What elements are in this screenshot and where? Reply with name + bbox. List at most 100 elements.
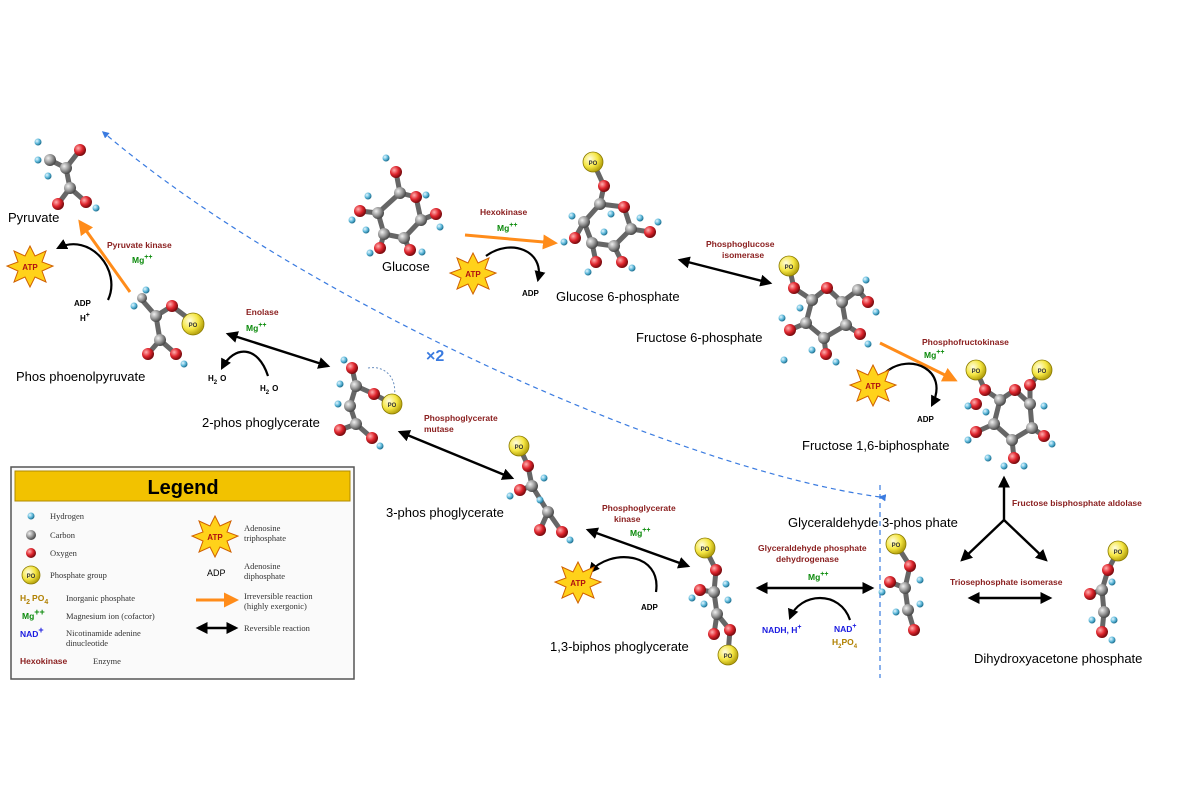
pgi-reversible-arrow [677, 256, 773, 287]
glyceraldehyde-3-phosphate-molecule: PO [878, 533, 924, 636]
aldolase-arrow-right [1003, 519, 1048, 562]
svg-text:PO: PO [785, 265, 794, 271]
pgm-enzyme-label-line1: Phosphoglycerate [424, 413, 498, 423]
legend-irreversible-label-line2: (highly exergonic) [244, 601, 307, 611]
legend-magnesium-icon: Mg++ [22, 607, 45, 621]
svg-text:ATP: ATP [207, 533, 223, 542]
pyruvate-label: Pyruvate [8, 210, 59, 225]
fructose-1-6-biphosphate-molecule: PO PO [964, 359, 1056, 470]
gapdh-nad-label: NAD+ [834, 623, 857, 634]
pgk-enzyme-label-line2: kinase [614, 514, 641, 524]
glyceraldehyde-3-phosphate-label: Glyceraldehyde 3-phos phate [788, 515, 958, 530]
times-two-label: ×2 [426, 348, 444, 365]
legend-header-bar [14, 470, 351, 502]
gapdh-enzyme-label-line1: Glyceraldehyde phosphate [758, 543, 867, 553]
svg-text:PO: PO [892, 543, 901, 549]
svg-text:PO: PO [701, 547, 710, 553]
svg-text:PO: PO [589, 161, 598, 167]
legend-adp-label-line2: diphosphate [244, 571, 285, 581]
legend-title: Legend [147, 477, 218, 499]
glucose-6-phosphate-label: Glucose 6-phosphate [556, 289, 680, 304]
legend-carbon-icon [26, 530, 36, 540]
pyruvate-molecule [34, 138, 100, 212]
pfk-irreversible-arrow [879, 341, 958, 382]
glucose-6-phosphate-molecule: PO [560, 151, 662, 276]
gapdh-mg-label: Mg++ [808, 571, 828, 582]
pyruvate-kinase-enzyme-label: Pyruvate kinase [107, 240, 172, 250]
hexokinase-atp-curve [485, 246, 546, 283]
pyruvate-kinase-mg-label: Mg++ [132, 254, 152, 265]
pyruvate-kinase-irreversible-arrow [78, 219, 132, 293]
3-phosphoglycerate-molecule: PO [506, 435, 574, 544]
legend-nad-label-line1: Nicotinamide adenine [66, 628, 141, 638]
legend-adp-label-line1: Adenosine [244, 561, 281, 571]
svg-text:PO: PO [1038, 369, 1047, 375]
hexokinase-enzyme-label: Hexokinase [480, 207, 528, 217]
hexokinase-atp-icon: ATP [448, 251, 498, 296]
legend-magnesium-label: Magnesium ion (cofactor) [66, 611, 155, 621]
pgi-enzyme-label-line2: isomerase [722, 250, 764, 260]
legend-adp-icon: ADP [207, 568, 226, 578]
legend-irreversible-label-line1: Irreversible reaction [244, 591, 313, 601]
legend-hydrogen-icon [27, 512, 35, 520]
glucose-label: Glucose [382, 259, 430, 274]
svg-text:PO: PO [972, 369, 981, 375]
dihydroxyacetone-phosphate-label: Dihydroxyacetone phosphate [974, 651, 1142, 666]
phosphoenolpyruvate-label: Phos phoenolpyruvate [16, 369, 145, 384]
3-phosphoglycerate-label: 3-phos phoglycerate [386, 505, 504, 520]
legend-enzyme-example: Hexokinase [20, 656, 68, 666]
tpi-enzyme-label: Triosephosphate isomerase [950, 577, 1063, 587]
2-phosphoglycerate-molecule: PO [334, 356, 403, 450]
pgk-atp-icon: ATP [553, 560, 603, 605]
1-3-bisphosphoglycerate-label: 1,3-biphos phoglycerate [550, 639, 689, 654]
legend-reversible-label: Reversible reaction [244, 623, 311, 633]
legend-phosphate-icon [21, 565, 41, 585]
pfk-enzyme-label: Phosphofructokinase [922, 337, 1009, 347]
2-phosphoglycerate-label: 2-phos phoglycerate [202, 415, 320, 430]
x2-pathway-dashed-line [101, 131, 887, 502]
legend-oxygen-label: Oxygen [50, 548, 78, 558]
legend-phosphate-label: Phosphate group [50, 570, 107, 580]
pyruvate-kinase-atp-curve [56, 239, 113, 301]
pgk-enzyme-label-line1: Phosphoglycerate [602, 503, 676, 513]
enolase-enzyme-label: Enolase [246, 307, 279, 317]
svg-text:PO: PO [1114, 550, 1123, 556]
pfk-adp-label: ADP [917, 415, 935, 424]
svg-text:ATP: ATP [465, 270, 481, 279]
pgk-atp-curve [588, 556, 658, 593]
legend-atp-label-line2: triphosphate [244, 533, 286, 543]
svg-text:ATP: ATP [22, 263, 38, 272]
hexokinase-adp-label: ADP [522, 289, 540, 298]
pfk-atp-curve [885, 362, 941, 407]
fructose-6-phosphate-label: Fructose 6-phosphate [636, 330, 762, 345]
svg-text:PO: PO [27, 574, 36, 580]
pyruvate-kinase-adp-label: ADP [74, 299, 92, 308]
legend-carbon-label: Carbon [50, 530, 76, 540]
gapdh-nad-curve [788, 596, 852, 621]
pgi-enzyme-label-line1: Phosphoglucose [706, 239, 775, 249]
hexokinase-irreversible-arrow [464, 233, 558, 250]
legend-nad-icon: NAD+ [20, 625, 44, 639]
gapdh-nadh-label: NADH, H+ [762, 624, 802, 635]
legend-oxygen-icon [26, 548, 36, 558]
fructose-6-phosphate-molecule: PO [778, 255, 880, 366]
hexokinase-mg-label: Mg++ [497, 222, 517, 233]
legend-inorganic-phosphate-label: Inorganic phosphate [66, 593, 135, 603]
pgk-adp-label: ADP [641, 603, 659, 612]
svg-text:ATP: ATP [570, 579, 586, 588]
svg-text:ATP: ATP [865, 382, 881, 391]
pyruvate-kinase-atp-icon: ATP [5, 244, 55, 289]
pgm-enzyme-label-line2: mutase [424, 424, 454, 434]
legend-nad-label-line2: dinucleotide [66, 638, 108, 648]
dihydroxyacetone-phosphate-molecule: PO [1084, 540, 1129, 644]
pfk-mg-label: Mg++ [924, 349, 944, 360]
legend-hydrogen-label: Hydrogen [50, 511, 85, 521]
legend-atp-label-line1: Adenosine [244, 523, 281, 533]
pgm-reversible-arrow [397, 430, 515, 480]
pgk-mg-label: Mg++ [630, 527, 650, 538]
pfk-atp-icon: ATP [848, 363, 898, 408]
